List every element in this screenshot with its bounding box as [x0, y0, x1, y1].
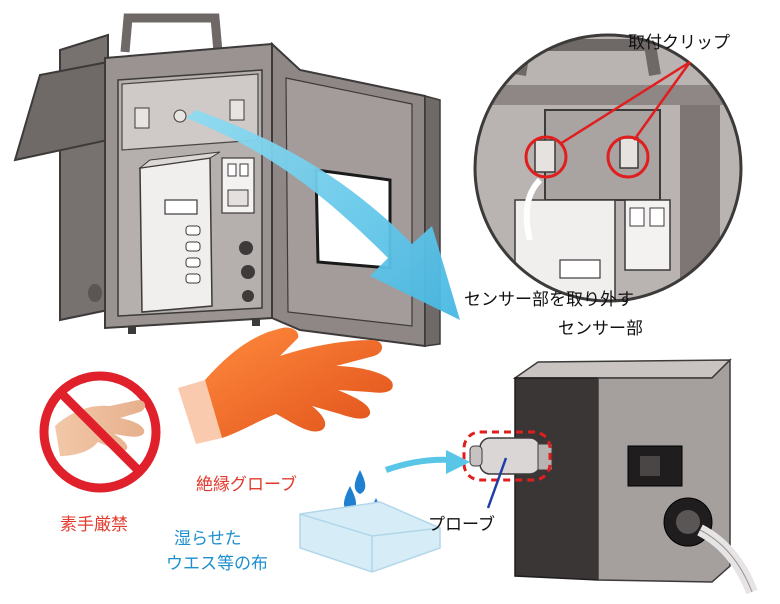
zoom-display	[559, 259, 601, 279]
remove-direction-arrow	[186, 110, 460, 320]
remove-sensor-label-line1: センサー部を取り外す	[464, 290, 634, 310]
clip-highlight-right	[606, 135, 650, 179]
clip-right	[229, 99, 245, 121]
probe-label: プローブ	[428, 515, 495, 535]
glove-cuff	[178, 380, 222, 444]
wipe-arrow-shaft	[385, 456, 453, 473]
connector	[241, 265, 255, 279]
sensor-screw	[173, 109, 187, 123]
controller-top	[138, 151, 221, 169]
breaker-terminal	[227, 163, 237, 177]
zoom-cable	[523, 177, 543, 241]
foot	[128, 326, 136, 334]
clip-leader-left	[559, 60, 691, 146]
connector	[242, 290, 254, 302]
wet-cloth-label-line2: ウエス等の布	[166, 554, 268, 574]
wet-cloth-label-line1: 湿らせた	[174, 529, 242, 549]
zoom-top-frame	[475, 85, 741, 105]
controller-button	[185, 257, 201, 268]
controller-button	[185, 225, 201, 236]
wipe-arrow-head	[446, 450, 470, 474]
insulated-glove	[178, 327, 393, 444]
sensor-unit	[462, 358, 758, 595]
zoom-sensor-block	[544, 109, 661, 201]
water-drop-icon	[354, 470, 366, 494]
foot	[252, 318, 260, 326]
sensor-connector-pin	[640, 456, 660, 476]
no-bare-hands-sign	[39, 371, 161, 493]
zoom-clip-right	[619, 137, 639, 169]
probe-highlight	[462, 430, 552, 482]
bare-hand-prohibited-label: 素手厳禁	[60, 515, 128, 535]
prohibit-slash	[58, 390, 142, 474]
zoom-circle-border	[473, 33, 743, 303]
zoom-terminal	[649, 207, 665, 227]
breaker-lever	[227, 189, 249, 207]
cabinet-unit	[13, 13, 441, 348]
clip-leader-right	[632, 61, 692, 141]
sensor-gland-inner	[676, 510, 700, 534]
cloth-icon	[299, 501, 441, 573]
breaker-terminal	[239, 163, 249, 177]
probe-leader	[486, 457, 508, 509]
zoom-clip-left	[534, 139, 556, 173]
probe-tip	[469, 445, 483, 467]
controller-display	[164, 199, 198, 215]
zoom-detail	[473, 33, 743, 303]
sensor-top-face	[512, 359, 732, 379]
cable-gland	[88, 284, 102, 302]
clip-left	[134, 107, 150, 129]
controller-box	[139, 157, 213, 313]
insulated-glove-label: 絶縁グローブ	[196, 475, 297, 495]
connector	[239, 241, 253, 255]
glove-icon	[205, 327, 393, 438]
probe-collar	[537, 443, 553, 471]
cabinet-handle	[120, 13, 223, 53]
clip-highlight-left	[524, 135, 568, 179]
sensor-probe	[479, 437, 541, 475]
controller-button	[185, 273, 201, 284]
clip-label: 取付クリップ	[628, 33, 730, 53]
remove-sensor-label-line2: センサー部	[558, 319, 643, 339]
sensor-cable-edge	[699, 529, 753, 593]
controller-button	[185, 241, 201, 252]
wet-cloth	[299, 501, 441, 573]
zoom-terminal	[629, 207, 645, 227]
